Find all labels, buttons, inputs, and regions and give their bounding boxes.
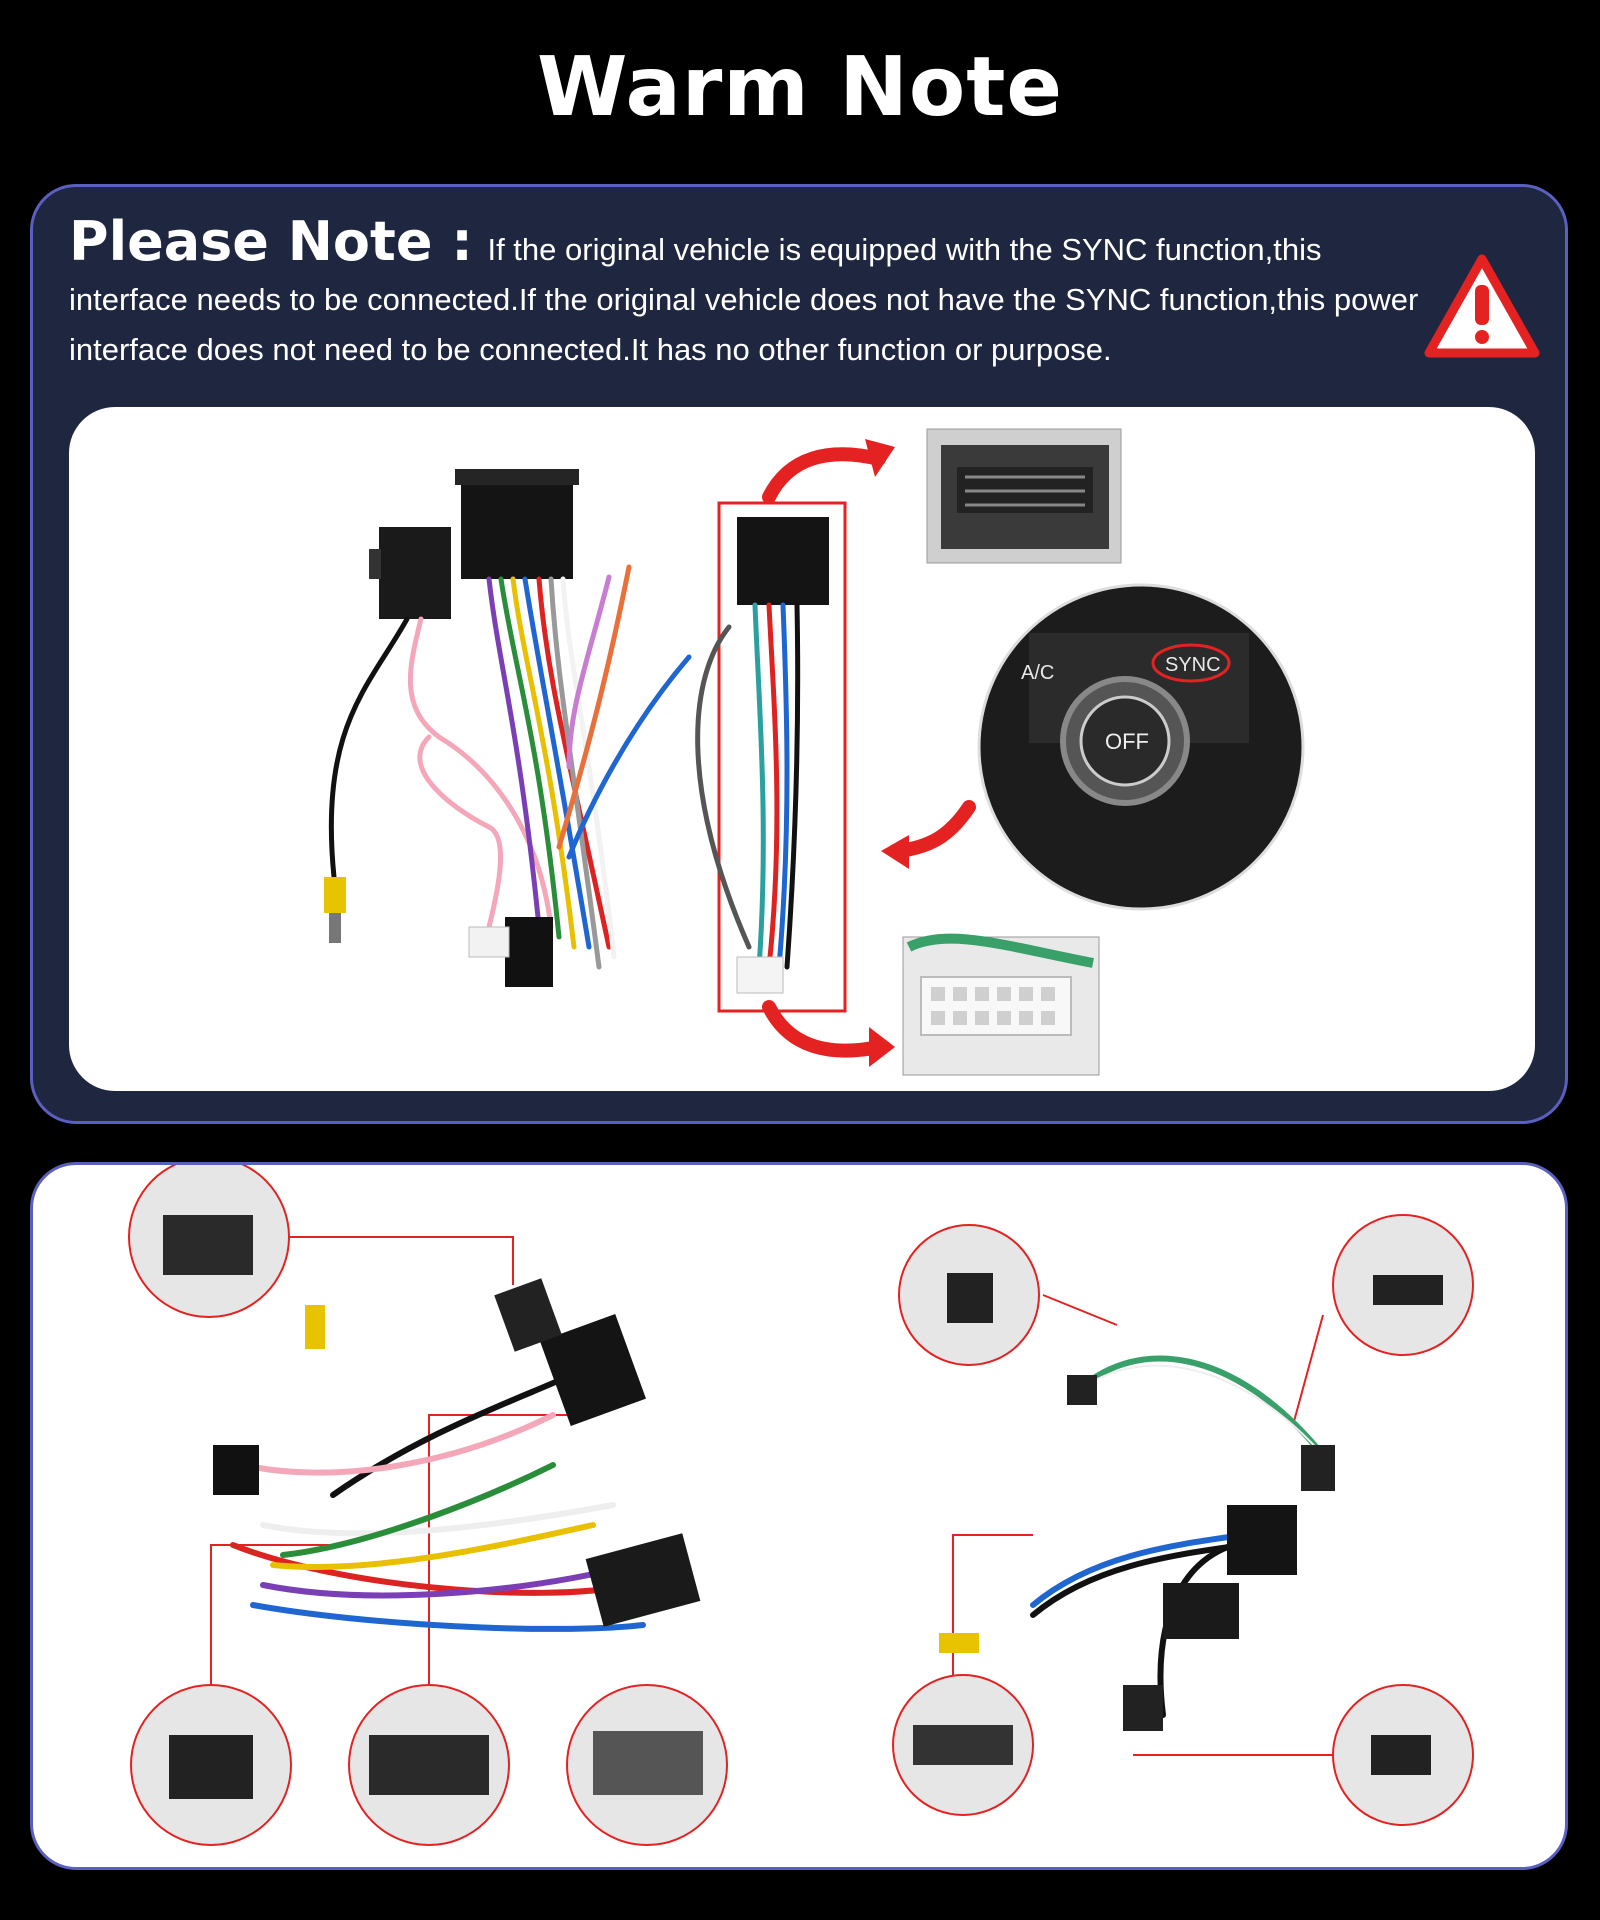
zoom-circle (898, 1224, 1040, 1366)
zoom-circle (566, 1684, 728, 1846)
zoom-circle (348, 1684, 510, 1846)
note-panel: Please Note : If the original vehicle is… (30, 184, 1568, 1124)
warning-triangle-icon (1424, 254, 1540, 358)
harness-connector-large (455, 469, 579, 579)
rca-connector (324, 877, 346, 943)
connector-inset-top (926, 428, 1122, 564)
off-label: OFF (1105, 729, 1149, 754)
zoom-circle (130, 1684, 292, 1846)
zoom-circle (128, 1165, 290, 1318)
harness-connector (213, 1278, 701, 1627)
sync-dashboard-inset: A/C SYNC OFF (977, 583, 1305, 911)
sync-harness-highlight (717, 501, 847, 1013)
rca-connector (305, 1305, 325, 1349)
rca-connector (939, 1633, 979, 1653)
sync-harness-connector (737, 517, 829, 605)
zoom-circle (1332, 1214, 1474, 1356)
note-label: Please Note : (69, 210, 473, 273)
harness-plug (505, 917, 553, 987)
zoom-circle (892, 1674, 1034, 1816)
connector-inset-bottom (902, 933, 1100, 1076)
ac-label: A/C (1021, 662, 1054, 684)
note-paragraph: Please Note : If the original vehicle is… (69, 215, 1419, 375)
zoom-circle (1332, 1684, 1474, 1826)
sync-highlight (1151, 643, 1231, 683)
page-title: Warm Note (536, 40, 1064, 135)
harness-photo-panel: A/C SYNC OFF (69, 407, 1535, 1091)
note-body: If the original vehicle is equipped with… (69, 232, 1419, 367)
harness-white-plug (468, 926, 510, 958)
harness-connector (1067, 1375, 1335, 1731)
sync-label: SYNC (1165, 654, 1221, 676)
wiring-detail-panel (30, 1162, 1568, 1870)
sync-white-plug (736, 956, 784, 994)
harness-connector-small (369, 527, 451, 619)
